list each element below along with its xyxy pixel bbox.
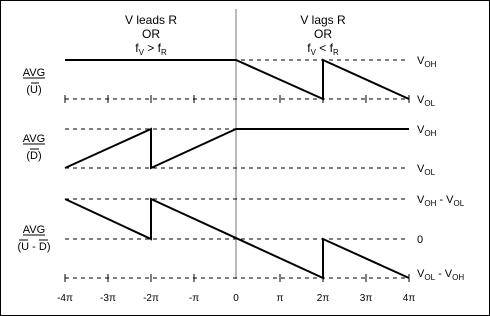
row3-waveform bbox=[64, 197, 410, 280]
header-left-condition: fV > fR bbox=[135, 41, 167, 57]
x-tick-label: 2π bbox=[317, 293, 330, 304]
x-tick-label: -π bbox=[189, 293, 199, 304]
x-tick-labels: -4π -3π -2π -π 0 π 2π 3π 4π bbox=[57, 293, 415, 304]
header-right-condition: fV < fR bbox=[307, 41, 339, 57]
row2-vol-label: VOL bbox=[417, 163, 436, 177]
row3-zero-label: 0 bbox=[417, 234, 423, 246]
row1-vol-label: VOL bbox=[417, 94, 436, 108]
x-tick-label: 0 bbox=[233, 293, 239, 304]
row3-label-top: AVG bbox=[23, 224, 45, 236]
header-right-line2: OR bbox=[314, 27, 332, 41]
x-tick-label: π bbox=[277, 293, 284, 304]
x-tick-label: -3π bbox=[100, 293, 116, 304]
row1-waveform bbox=[65, 58, 410, 101]
x-tick-label: 3π bbox=[360, 293, 373, 304]
row2-label-top: AVG bbox=[23, 133, 45, 145]
row2-label-bottom: (D) bbox=[26, 150, 41, 162]
row2-voh-label: VOH bbox=[417, 124, 437, 138]
row3-label-bottom: (U - D) bbox=[18, 241, 51, 253]
header-left-line2: OR bbox=[142, 27, 160, 41]
row1-label-bottom: (U) bbox=[26, 84, 41, 96]
row1-label-top: AVG bbox=[23, 67, 45, 79]
header-right-line1: V lags R bbox=[300, 13, 346, 27]
x-tick-label: -4π bbox=[57, 293, 73, 304]
header-left-line1: V leads R bbox=[125, 13, 177, 27]
x-tick-label: 4π bbox=[403, 293, 416, 304]
row3-low-label: VOL - VOH bbox=[417, 268, 464, 282]
row2-waveform bbox=[64, 127, 409, 170]
x-tick-label: -2π bbox=[143, 293, 159, 304]
row3-high-label: VOH - VOL bbox=[417, 194, 465, 208]
row1-voh-label: VOH bbox=[417, 55, 437, 69]
